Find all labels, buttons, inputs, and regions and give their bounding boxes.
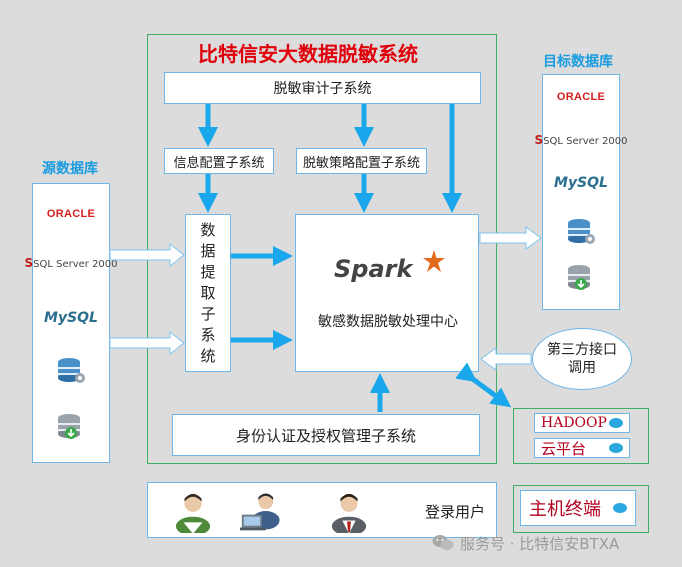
platform-hadoop: HADOOP (534, 413, 630, 433)
user-laptop-icon (240, 493, 280, 531)
extract-char: 据 (200, 241, 216, 260)
mysql-logo-text: MySQL (554, 175, 608, 191)
platform-cloud-label: 云平台 (541, 439, 587, 458)
oracle-logo: ORACLE (46, 208, 96, 220)
sqlserver-logo-text: SQL Server 2000 (33, 259, 118, 270)
database-settings-icon (58, 358, 85, 383)
extract-char: 提 (200, 262, 216, 281)
database-settings-icon (568, 219, 595, 244)
mysql-logo: MySQL (554, 175, 608, 191)
audit-subsystem: 脱敏审计子系统 (164, 72, 481, 104)
auth-subsystem: 身份认证及授权管理子系统 (172, 414, 480, 456)
extract-char: 统 (200, 346, 216, 365)
host-terminal-label: 主机终端 (529, 499, 601, 520)
extract-char: 系 (200, 325, 216, 344)
oracle-logo: ORACLE (556, 91, 606, 103)
mysql-logo-text: MySQL (44, 310, 98, 326)
spark-logo: Spark (328, 247, 448, 293)
data-extract-subsystem: 数 据 提 取 子 系 统 (185, 214, 231, 372)
strategy-config-subsystem: 脱敏策略配置子系统 (296, 148, 427, 174)
host-terminal-frame (513, 485, 649, 533)
info-config-subsystem: 信息配置子系统 (164, 148, 274, 174)
target-db-panel: ORACLE SSQL Server 2000 MySQL (534, 74, 628, 310)
spark-star-icon (423, 250, 445, 272)
platforms-frame (513, 408, 649, 464)
database-download-icon (568, 265, 590, 290)
status-dot (609, 443, 623, 453)
third-party-line: 第三方接口 (547, 342, 617, 358)
watermark-text: 服务号 · 比特信安BTXA (460, 534, 620, 553)
watermark: 服务号 · 比特信安BTXA (432, 532, 672, 554)
extract-char: 取 (200, 283, 216, 302)
user-icon (175, 493, 211, 533)
processing-center: Spark 敏感数据脱敏处理中心 (295, 214, 479, 372)
sqlserver-logo: SSQL Server 2000 (534, 133, 628, 147)
wechat-icon (432, 535, 454, 551)
source-db-title: 源数据库 (42, 161, 98, 177)
platform-hadoop-label: HADOOP (541, 415, 607, 431)
database-download-icon (58, 414, 80, 439)
third-party-interface: 第三方接口 调用 (532, 328, 632, 390)
host-terminal: 主机终端 (520, 490, 636, 526)
mysql-logo: MySQL (44, 310, 98, 326)
status-dot (609, 418, 623, 428)
extract-char: 数 (200, 220, 216, 239)
login-users-panel: 登录用户 (147, 482, 497, 538)
sqlserver-logo-text: SQL Server 2000 (543, 136, 628, 147)
sqlserver-logo: SSQL Server 2000 (24, 256, 118, 270)
status-dot (613, 503, 627, 513)
extract-char: 子 (200, 304, 216, 323)
user-tie-icon (331, 493, 367, 533)
spark-logo-text: Spark (334, 255, 413, 283)
system-title: 比特信安大数据脱敏系统 (198, 42, 418, 66)
source-db-panel: ORACLE SSQL Server 2000 MySQL (24, 183, 118, 463)
login-users-label: 登录用户 (424, 502, 485, 521)
processing-center-label: 敏感数据脱敏处理中心 (318, 314, 458, 330)
third-party-line: 调用 (568, 360, 596, 376)
target-db-title: 目标数据库 (543, 54, 613, 70)
platform-cloud: 云平台 (534, 438, 630, 458)
